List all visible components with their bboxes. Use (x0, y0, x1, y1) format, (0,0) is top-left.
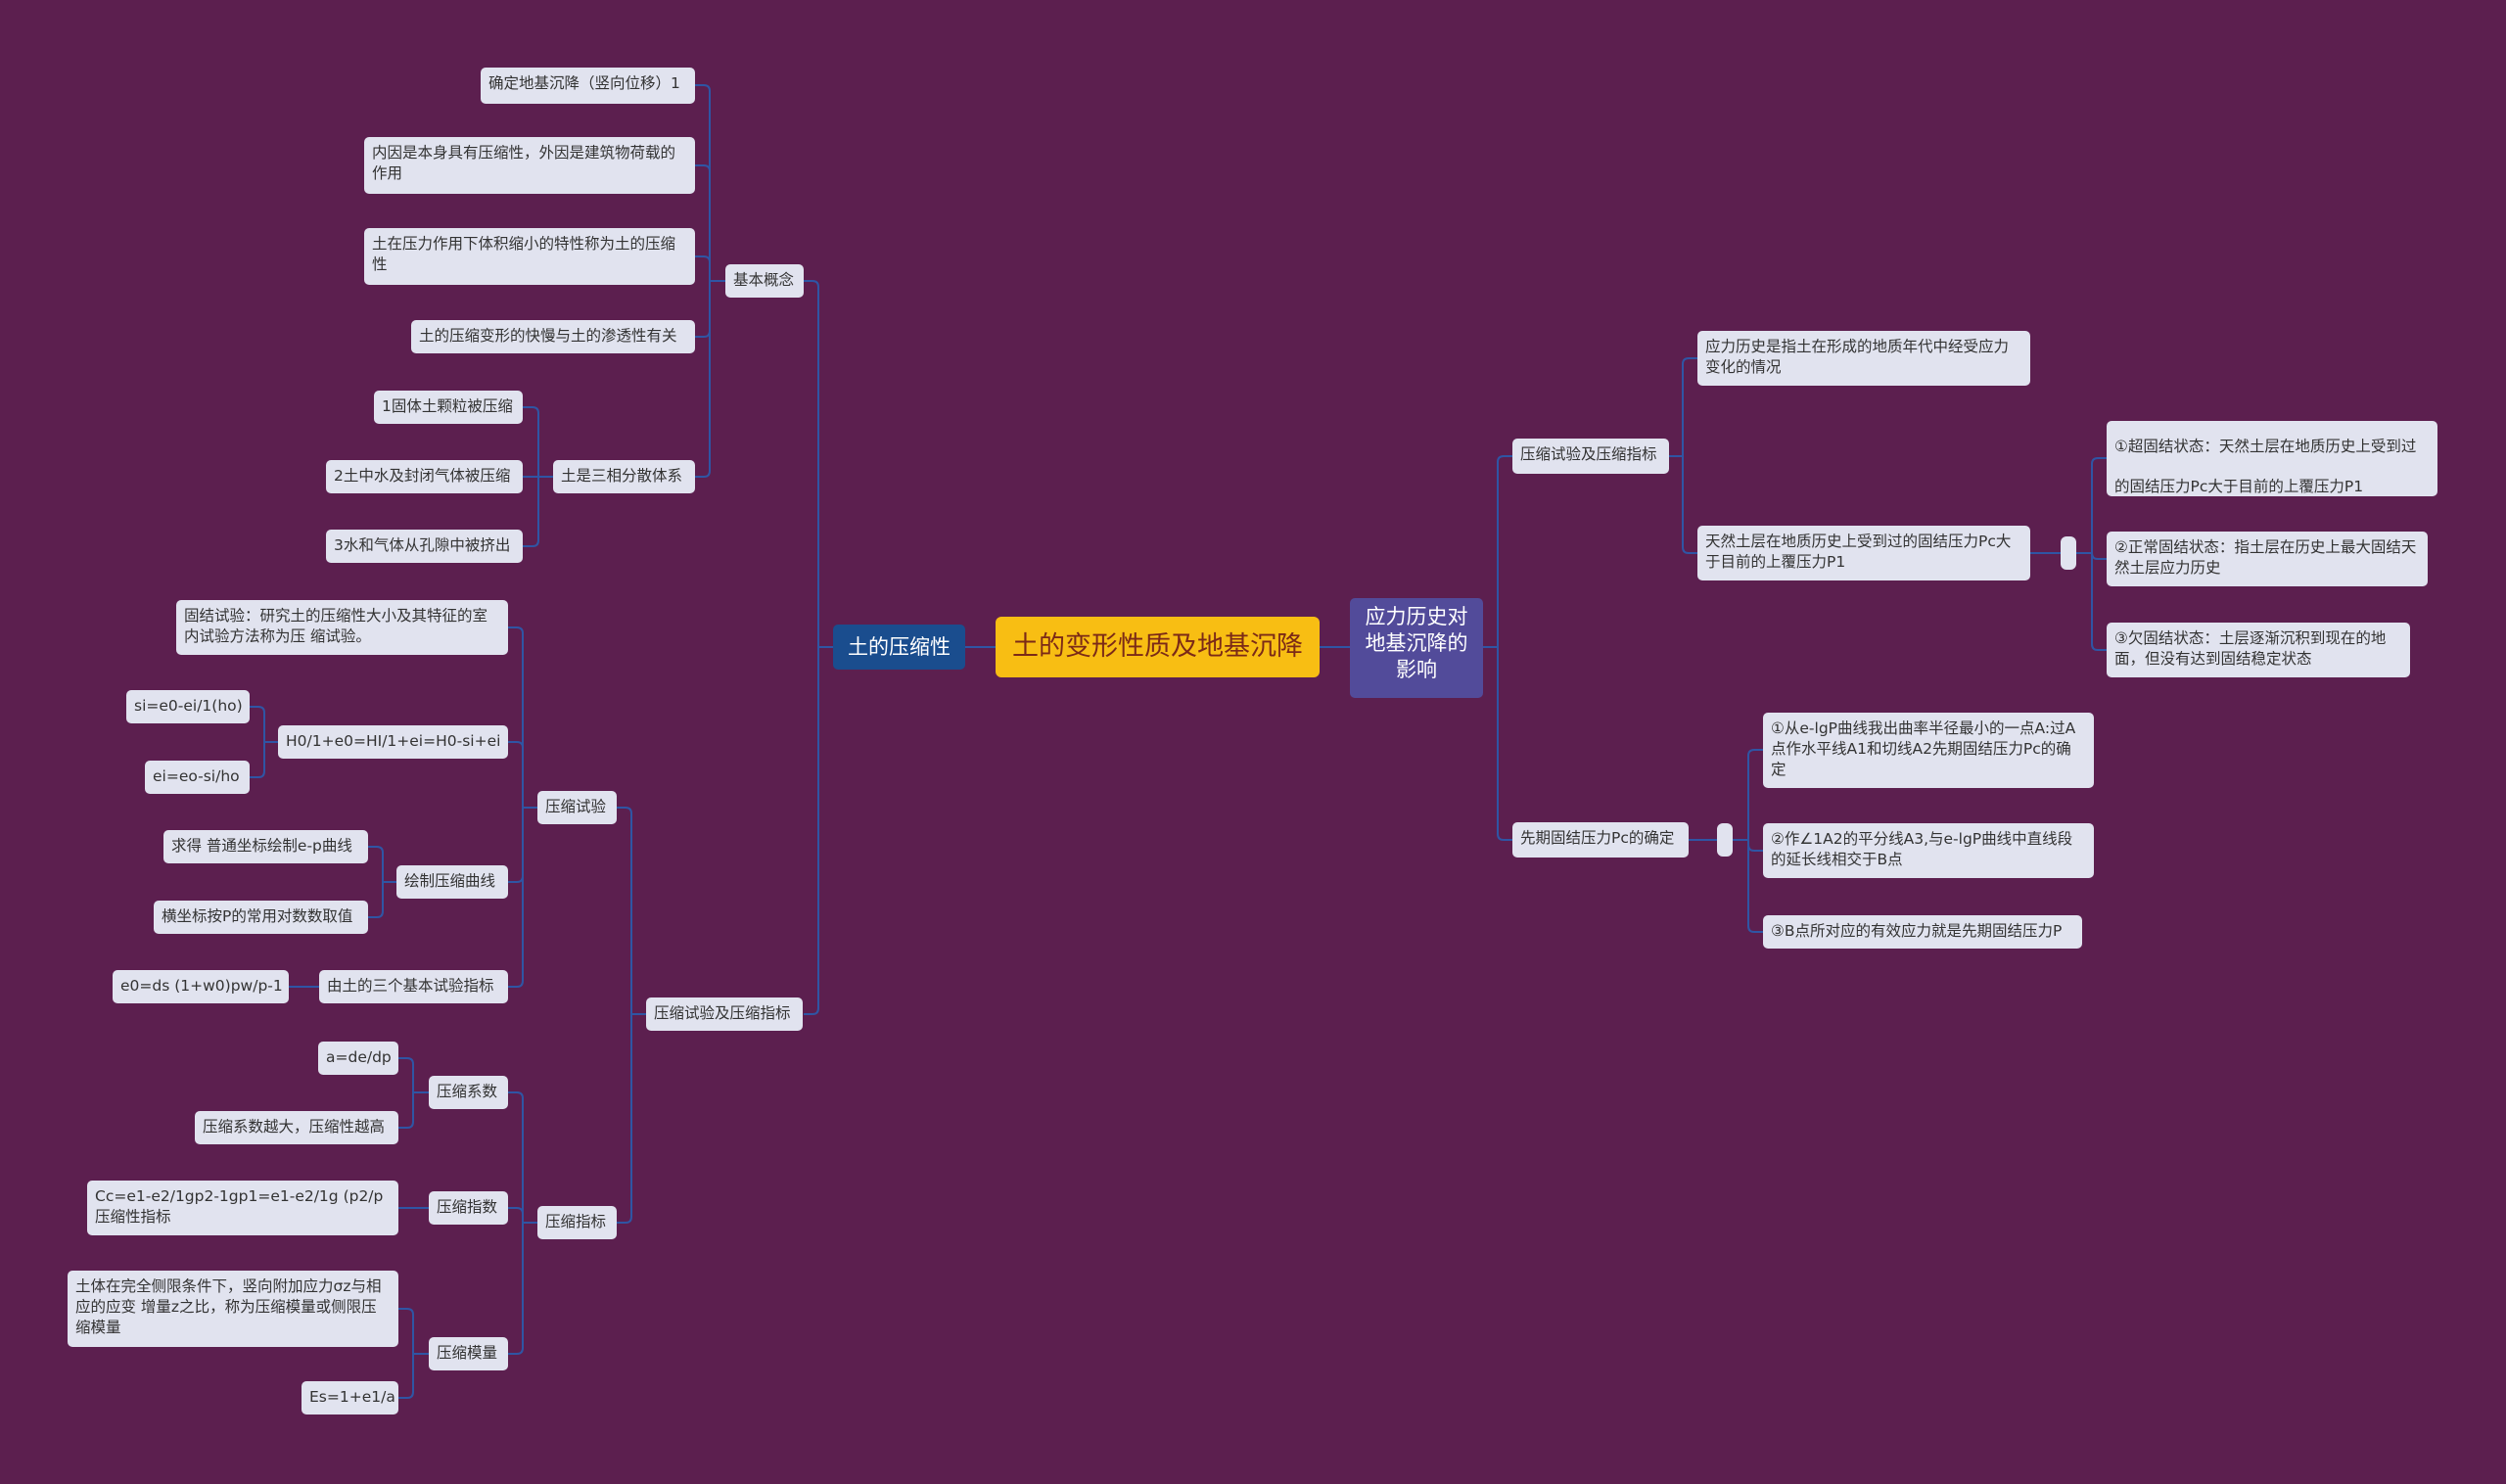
connector-line (368, 910, 384, 918)
state-item-underconsolidated[interactable]: ③欠固结状态：土层逐渐沉积到现在的地面，但没有达到固结稳定状态 (2107, 623, 2410, 677)
state-item-overconsolidated[interactable]: ①超固结状态：天然土层在地质历史上受到过的固结压力Pc大于目前的上覆压力P1 (2107, 421, 2437, 496)
connector-line (617, 807, 632, 814)
connector-line (1747, 925, 1763, 933)
connector-line (508, 1207, 524, 1215)
connector-line (250, 770, 265, 778)
connector-line (523, 539, 539, 547)
connector-line (695, 470, 711, 478)
connector-line (508, 1091, 524, 1099)
connector-line (398, 1391, 414, 1399)
connector-line (695, 255, 711, 263)
connector-line (508, 741, 524, 749)
formula-a[interactable]: a=de/dp (318, 1042, 398, 1075)
basic-item-cause[interactable]: 内因是本身具有压缩性，外因是建筑物荷载的作用 (364, 137, 695, 194)
connector-line (250, 706, 265, 714)
formula-cc[interactable]: Cc=e1-e2/1gp2-1gp1=e1-e2/1g (p2/p 压缩性指标 (87, 1181, 398, 1235)
connector-line (523, 406, 539, 414)
topic-three-phase[interactable]: 土是三相分散体系 (553, 460, 695, 493)
history-item-definition[interactable]: 应力历史是指土在形成的地质年代中经受应力变化的情况 (1697, 331, 2030, 386)
connector-line (398, 1057, 414, 1065)
connector-line (1497, 455, 1512, 463)
formula-e0[interactable]: e0=ds (1+w0)pw/p-1 (113, 970, 289, 1003)
topic-compressibility-index[interactable]: 压缩指数 (429, 1191, 508, 1225)
topic-basic-concepts[interactable]: 基本概念 (725, 264, 804, 298)
basic-item-permeability[interactable]: 土的压缩变形的快慢与土的渗透性有关 (411, 320, 695, 353)
root-topic[interactable]: 土的变形性质及地基沉降 (996, 617, 1320, 677)
collapsed-branch-handle[interactable] (2061, 536, 2076, 570)
connector-line (2091, 643, 2107, 651)
topic-test-and-index[interactable]: 压缩试验及压缩指标 (646, 997, 803, 1031)
connector-line (508, 980, 524, 988)
curve-item-log[interactable]: 横坐标按P的常用对数数取值 (154, 901, 368, 934)
connector-line (2091, 552, 2107, 560)
connector-line (508, 626, 524, 634)
basic-item-settlement[interactable]: 确定地基沉降（竖向位移）1 (481, 68, 695, 104)
connector-line (617, 1216, 632, 1224)
topic-draw-curve[interactable]: 绘制压缩曲线 (396, 865, 508, 899)
collapsed-branch-handle-pc[interactable] (1717, 823, 1733, 857)
connector-line (368, 846, 384, 854)
pc-item-step3[interactable]: ③B点所对应的有效应力就是先期固结压力P (1763, 915, 2082, 949)
topic-compression-coefficient[interactable]: 压缩系数 (429, 1076, 508, 1109)
pc-item-step2[interactable]: ②作∠1A2的平分线A3,与e-lgP曲线中直线段的延长线相交于B点 (1763, 823, 2094, 878)
connector-line (508, 1347, 524, 1355)
main-topic-stress-history[interactable]: 应力历史对地基沉降的影响 (1350, 598, 1483, 698)
connector-line (1747, 844, 1763, 852)
basic-item-definition[interactable]: 土在压力作用下体积缩小的特性称为土的压缩性 (364, 228, 695, 285)
connector-line (1682, 546, 1697, 554)
connector-line (508, 875, 524, 883)
three-phase-item-3[interactable]: 3水和气体从孔隙中被挤出 (326, 530, 523, 563)
formula-es[interactable]: Es=1+e1/a (302, 1381, 398, 1414)
main-topic-compressibility[interactable]: 土的压缩性 (833, 625, 965, 670)
topic-right-test-and-index[interactable]: 压缩试验及压缩指标 (1512, 439, 1669, 474)
connector-line (695, 164, 711, 172)
topic-compression-modulus[interactable]: 压缩模量 (429, 1337, 508, 1370)
three-phase-item-2[interactable]: 2土中水及封闭气体被压缩 (326, 460, 523, 493)
connector-line (1682, 357, 1697, 365)
coef-item-higher[interactable]: 压缩系数越大，压缩性越高 (195, 1111, 398, 1144)
connector-line (804, 1007, 819, 1015)
topic-compression-test[interactable]: 压缩试验 (537, 791, 617, 824)
formula-ei[interactable]: ei=eo-si/ho (145, 761, 250, 794)
connector-line (398, 1121, 414, 1129)
connector-line (398, 1308, 414, 1316)
topic-three-basic-indexes[interactable]: 由土的三个基本试验指标 (319, 970, 508, 1003)
history-item-pc[interactable]: 天然土层在地质历史上受到过的固结压力Pc大于目前的上覆压力P1 (1697, 526, 2030, 580)
connector-line (1497, 833, 1512, 841)
formula-si[interactable]: si=e0-ei/1(ho) (126, 690, 250, 723)
connector-line (804, 280, 819, 288)
test-item-consolidation[interactable]: 固结试验：研究土的压缩性大小及其特征的室内试验方法称为压 缩试验。 (176, 600, 508, 655)
connector-line (2091, 457, 2107, 465)
three-phase-item-1[interactable]: 1固体土颗粒被压缩 (374, 391, 523, 424)
topic-pc-determination[interactable]: 先期固结压力Pc的确定 (1512, 822, 1689, 858)
modulus-item-definition[interactable]: 土体在完全侧限条件下，竖向附加应力σz与相应的应变 增量z之比，称为压缩模量或侧… (68, 1271, 398, 1347)
state-item-normal[interactable]: ②正常固结状态：指土层在历史上最大固结天然土层应力历史 (2107, 532, 2428, 586)
topic-compression-index[interactable]: 压缩指标 (537, 1206, 617, 1239)
test-formula-h0[interactable]: H0/1+e0=HI/1+ei=H0-si+ei (278, 725, 508, 759)
pc-item-step1[interactable]: ①从e-lgP曲线我出曲率半径最小的一点A:过A点作水平线A1和切线A2先期固结… (1763, 713, 2094, 788)
curve-item-ep[interactable]: 求得 普通坐标绘制e-p曲线 (163, 830, 368, 863)
connector-line (695, 84, 711, 92)
connector-line (695, 330, 711, 338)
connector-line (1747, 749, 1763, 757)
